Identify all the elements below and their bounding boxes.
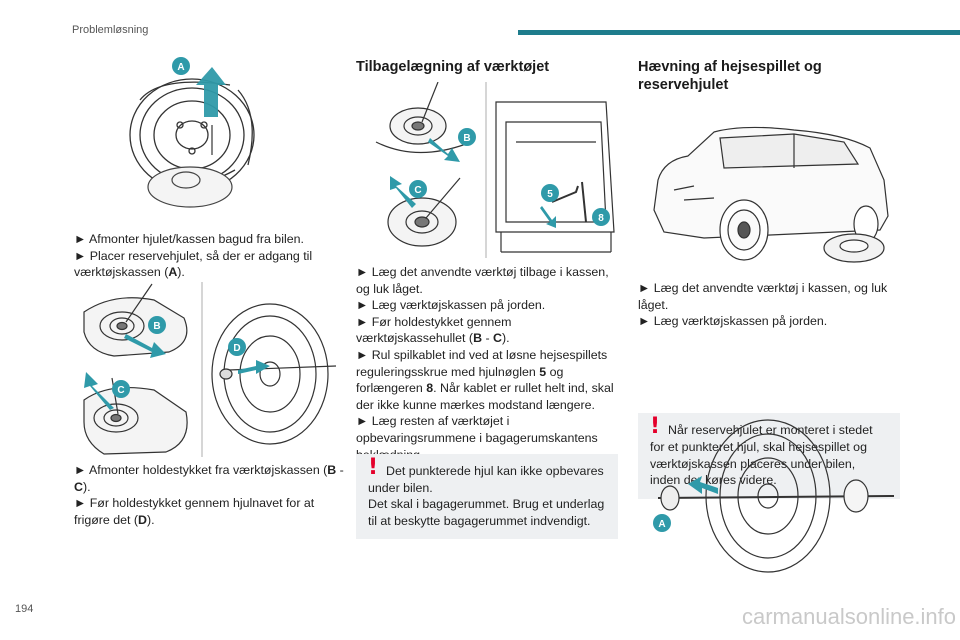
- callout-badge-c-middle: C: [409, 180, 427, 198]
- callout-badge-b-left: B: [148, 316, 166, 334]
- svg-text:B: B: [463, 133, 470, 144]
- right-title-block: Hævning af hejsespillet og reservehjulet: [638, 58, 888, 94]
- left-text-1: ► Afmonter hjulet/kassen bagud fra bilen…: [74, 231, 344, 281]
- callout-badge-a: A: [172, 57, 190, 75]
- callout-badge-b-middle: B: [458, 128, 476, 146]
- tool-return-figure: [375, 82, 615, 258]
- callout-badge-8: 8: [592, 208, 610, 226]
- header-accent-bar: [518, 30, 960, 35]
- right-instructions: ► Læg det anvendte værktøj i kassen, og …: [638, 280, 900, 330]
- svg-text:8: 8: [598, 213, 604, 224]
- svg-text:D: D: [233, 343, 240, 354]
- callout-badge-a-right: A: [653, 514, 671, 532]
- instruction-return-tools: ► Læg det anvendte værktøj tilbage i kas…: [356, 265, 609, 296]
- section-title-raise-winch: Hævning af hejsespillet og reservehjulet: [638, 59, 822, 93]
- watermark: carmanualsonline.info: [742, 604, 957, 629]
- svg-text:A: A: [658, 519, 665, 530]
- left-text-2: ► Afmonter holdestykket fra værktøjskass…: [74, 462, 344, 528]
- instruction-remove-holder: ► Afmonter holdestykket fra værktøjskass…: [74, 463, 344, 494]
- callout-badge-5: 5: [541, 184, 559, 202]
- winch-raise-figure: [657, 419, 895, 573]
- instruction-toolbox-ground: ► Læg værktøjskassen på jorden.: [638, 314, 828, 329]
- svg-text:B: B: [153, 321, 160, 332]
- suv-spare-wheel-figure: [653, 126, 889, 263]
- page-number: 194: [15, 603, 34, 615]
- instruction-put-tools-away: ► Læg det anvendte værktøj i kassen, og …: [638, 281, 888, 312]
- section-title-return-tools: Tilbagelægning af værktøjet: [356, 59, 550, 75]
- instruction-rewind-cable: ► Rul spilkablet ind ved at løsne hejses…: [356, 347, 614, 412]
- instruction-place-toolbox: ► Læg værktøjskassen på jorden.: [356, 298, 546, 313]
- warning-icon: !: [650, 414, 661, 440]
- middle-instructions: ► Læg det anvendte værktøj tilbage i kas…: [356, 264, 618, 463]
- svg-text:C: C: [414, 185, 421, 196]
- warning-text-rest: Det skal i bagagerummet. Brug et underla…: [368, 497, 605, 528]
- holder-removal-figure: [83, 282, 337, 457]
- warning-text-first: Det punkterede hjul kan ikke opbevares u…: [368, 464, 604, 495]
- spare-wheel-figure: [129, 67, 255, 208]
- middle-title-block: Tilbagelægning af værktøjet: [356, 58, 618, 76]
- warning-icon: !: [368, 455, 379, 480]
- callout-badge-d-left: D: [228, 338, 246, 356]
- instruction-holder-through-box: ► Før holdestykket gennem værktøjskasseh…: [356, 314, 512, 346]
- svg-text:A: A: [177, 62, 184, 73]
- instruction-free-holder: ► Før holdestykket gennem hjulnavet for …: [74, 496, 315, 527]
- middle-warning-box: ! Det punkterede hjul kan ikke opbevares…: [356, 454, 618, 540]
- instruction-place-spare: ► Placer reservehjulet, så der er adgang…: [74, 248, 313, 280]
- svg-text:C: C: [117, 385, 124, 396]
- instruction-remove-wheel: ► Afmonter hjulet/kassen bagud fra bilen…: [74, 232, 304, 246]
- section-header: Problemløsning: [72, 24, 149, 36]
- callout-badge-c-left: C: [112, 380, 130, 398]
- svg-text:5: 5: [547, 189, 553, 200]
